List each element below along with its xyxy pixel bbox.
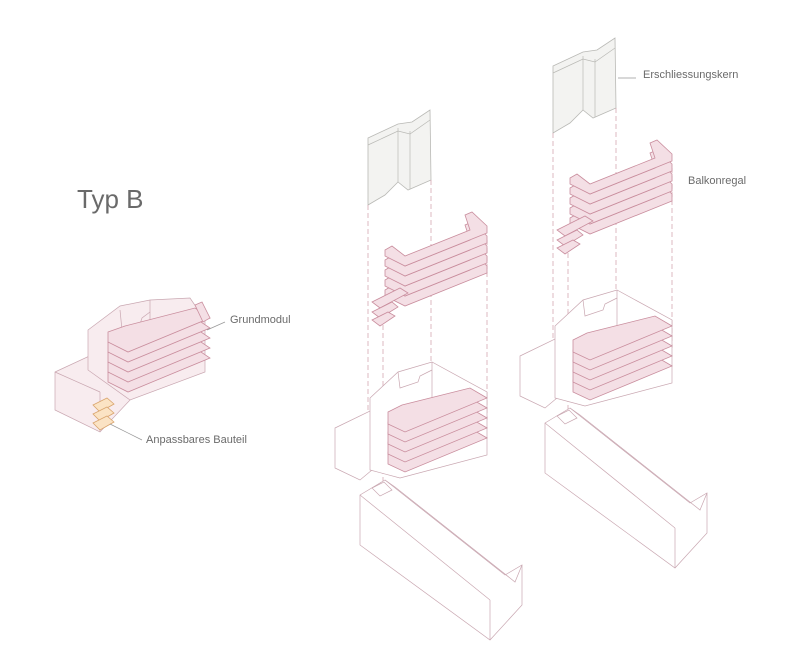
label-erschliessungskern: Erschliessungskern — [643, 69, 739, 81]
adaptive-part — [92, 397, 115, 431]
label-grundmodul: Grundmodul — [230, 314, 291, 326]
typ-b-model — [54, 297, 226, 441]
label-anpassbares-bauteil: Anpassbares Bauteil — [146, 434, 247, 446]
leader-anpassbares-bauteil — [109, 423, 143, 441]
exploded-tower-right — [519, 37, 708, 569]
label-balkonregal: Balkonregal — [688, 175, 747, 187]
exploded-tower-middle — [334, 109, 523, 641]
leader-grundmodul — [206, 321, 226, 331]
diagram-title: Typ B — [77, 184, 144, 214]
